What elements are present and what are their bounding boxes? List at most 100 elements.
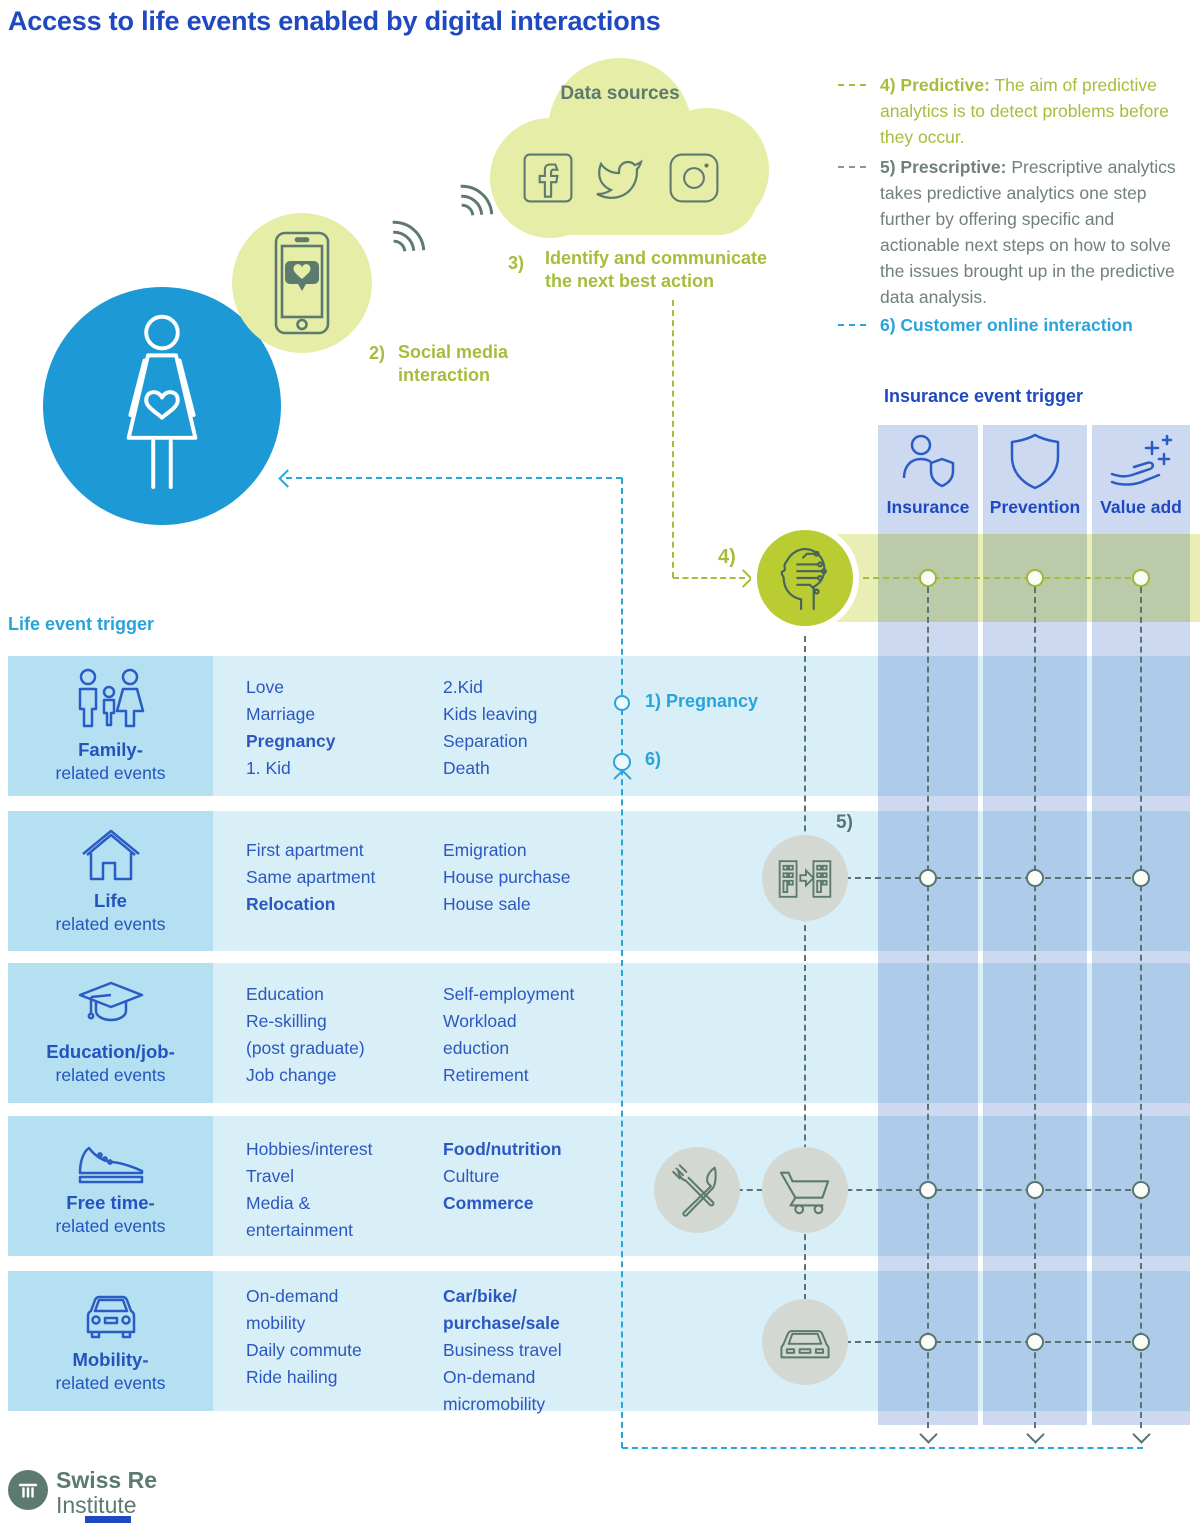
car-circle — [762, 1299, 848, 1385]
row-life-col1: First apartment Same apartment Relocatio… — [246, 840, 376, 914]
category-label: Family- — [78, 739, 143, 760]
graduation-cap-icon — [77, 980, 145, 1034]
instagram-icon — [668, 152, 720, 204]
footer-accent-bar — [85, 1516, 131, 1523]
cyan-top-line — [286, 477, 622, 479]
node-life-value-add — [1132, 869, 1150, 887]
step3-label: Identify and communicate the next best a… — [545, 248, 768, 291]
shopping-cart-icon — [778, 1165, 832, 1215]
row-life-col2: Emigration House purchase House sale — [443, 840, 571, 914]
step2-number: 2) — [369, 343, 386, 363]
phone-social-icon — [273, 231, 331, 335]
life-trigger-header: Life event trigger — [8, 614, 155, 634]
facebook-icon — [522, 152, 574, 204]
car-front-icon — [776, 1320, 834, 1364]
data-sources-label: Data sources — [560, 83, 680, 104]
person-shield-icon — [896, 431, 960, 491]
prevention-arrow-icon — [1026, 1425, 1045, 1444]
value-add-column-line — [1140, 587, 1142, 1428]
insurance-arrow-icon — [919, 1425, 938, 1444]
mobility-row-line — [805, 1341, 1141, 1343]
family-icon — [73, 668, 149, 732]
footer-division: Institute — [56, 1492, 137, 1518]
row-free-time-category: Free time- related events — [8, 1116, 213, 1256]
commerce-circle — [762, 1147, 848, 1233]
node-free-time-insurance — [919, 1181, 937, 1199]
legend-dash-predictive — [838, 84, 866, 86]
row-free-time-col2: Food/nutrition Culture Commerce — [443, 1139, 562, 1213]
category-sublabel: related events — [55, 1373, 166, 1393]
row-education-col1: Education Re-skilling (post graduate) Jo… — [246, 984, 365, 1085]
icon-spine-line — [804, 626, 806, 1300]
page-title: Access to life events enabled by digital… — [8, 6, 661, 36]
ai-head-circle — [757, 530, 853, 626]
category-label: Education/job- — [46, 1041, 175, 1062]
arrow-to-customer — [278, 469, 297, 488]
row-education-col2: Self-employment Workload eduction Retire… — [443, 984, 575, 1085]
car-icon — [80, 1288, 142, 1342]
step5-number: 5) — [836, 812, 853, 833]
category-sublabel: related events — [55, 763, 166, 783]
insurance-column-line — [927, 587, 929, 1428]
row-family-col2: 2.Kid Kids leaving Separation Death — [443, 677, 538, 778]
row-life-category: Life related events — [8, 811, 213, 951]
row-family-col1: Love Marriage Pregnancy 1. Kid — [246, 677, 336, 778]
node-predictive-value-add — [1132, 569, 1150, 587]
node-predictive-prevention — [1026, 569, 1044, 587]
column-label-value-add: Value add — [1100, 497, 1182, 517]
shield-icon — [1007, 431, 1063, 491]
hand-plus-icon — [1108, 431, 1174, 491]
category-sublabel: related events — [55, 1065, 166, 1085]
insurance-trigger-header: Insurance event trigger — [884, 386, 1084, 406]
cyan-vertical-line — [621, 478, 623, 1448]
node-life-prevention — [1026, 869, 1044, 887]
node-mobility-value-add — [1132, 1333, 1150, 1351]
node-mobility-prevention — [1026, 1333, 1044, 1351]
step4-number: 4) — [718, 546, 736, 568]
sneaker-icon — [76, 1135, 146, 1185]
column-label-insurance: Insurance — [886, 497, 970, 517]
legend-dash-customer-online — [838, 324, 866, 326]
node-free-time-value-add — [1132, 1181, 1150, 1199]
row-mobility-col1: On-demand mobility Daily commute Ride ha… — [246, 1286, 362, 1387]
ai-head-icon — [774, 545, 836, 611]
step6-number: 6) — [645, 749, 662, 769]
value-add-arrow-icon — [1132, 1425, 1151, 1444]
node-free-time-prevention — [1026, 1181, 1044, 1199]
node-mobility-insurance — [919, 1333, 937, 1351]
prevention-column-line — [1034, 587, 1036, 1428]
category-label: Free time- — [66, 1192, 155, 1213]
row-mobility-col2: Car/bike/ purchase/sale Business travel … — [443, 1286, 562, 1414]
green-horizontal-line — [673, 577, 745, 579]
prescriptive-note: 5) Prescriptive: Prescriptive analytics … — [880, 157, 1176, 307]
relocation-icon — [775, 855, 835, 901]
footer-brand: Swiss Re — [56, 1467, 157, 1493]
predictive-band-line — [853, 577, 1141, 579]
node-life-insurance — [919, 869, 937, 887]
row-education-category: Education/job- related events — [8, 963, 213, 1103]
row-family: Family- related events Love Marriage Pre… — [8, 656, 1190, 796]
category-sublabel: related events — [55, 1216, 166, 1236]
row-mobility-category: Mobility- related events — [8, 1271, 213, 1411]
column-label-prevention: Prevention — [989, 497, 1081, 517]
pregnancy-node — [614, 695, 630, 711]
life-row-line — [805, 877, 1141, 879]
category-sublabel: related events — [55, 914, 166, 934]
twitter-icon — [590, 156, 648, 204]
category-label: Mobility- — [72, 1349, 149, 1370]
customer-circle — [43, 287, 281, 525]
relocation-circle — [762, 835, 848, 921]
row-education: Education/job- related events Education … — [8, 963, 1190, 1103]
step2-label: Social media interaction — [398, 342, 509, 385]
step3-number: 3) — [508, 253, 525, 273]
pregnant-woman-icon — [96, 308, 228, 508]
row-free-time: Free time- related events Hobbies/intere… — [8, 1116, 1190, 1256]
row-life: Life related events First apartment Same… — [8, 811, 1190, 951]
fork-knife-icon — [670, 1163, 724, 1217]
cyan-bottom-line — [622, 1447, 1143, 1449]
house-icon — [79, 827, 143, 883]
category-label: Life — [94, 890, 127, 911]
green-vertical-line — [672, 300, 674, 578]
row-family-category: Family- related events — [8, 656, 213, 796]
